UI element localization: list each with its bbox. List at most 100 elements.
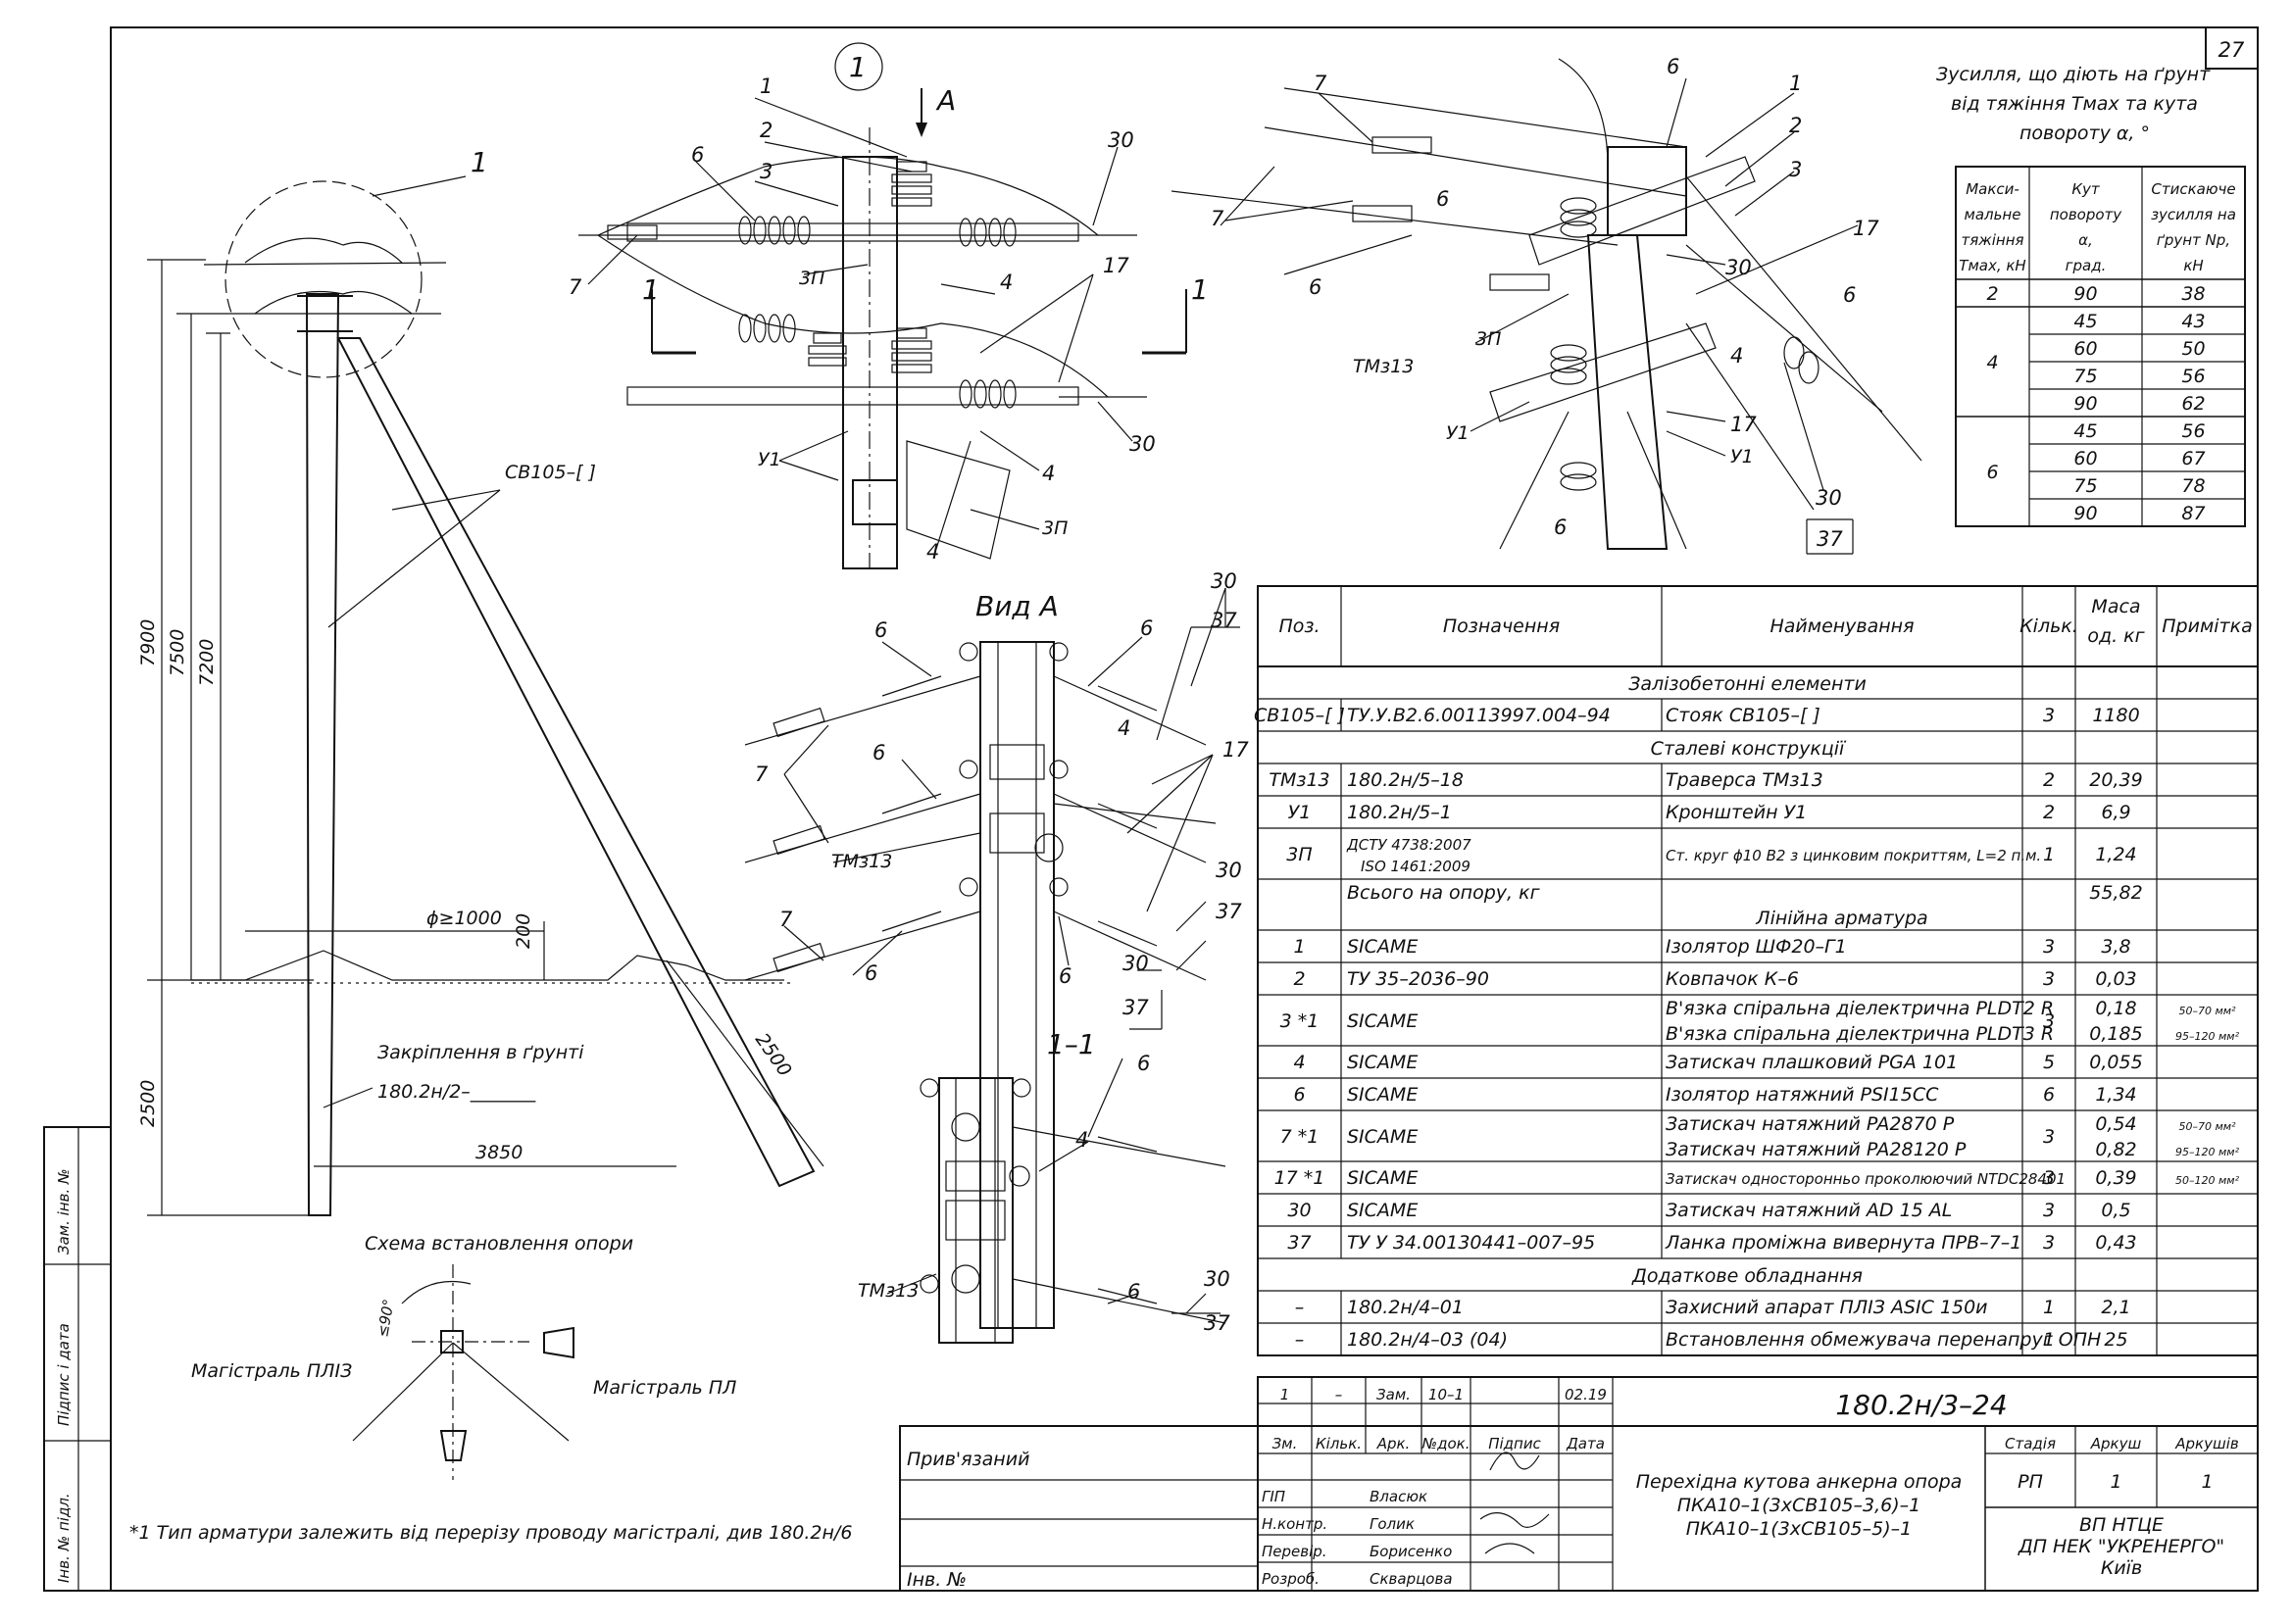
callout-30-b: 30 — [1129, 432, 1156, 456]
spec-qty: 1 — [2043, 1329, 2055, 1351]
force-angle: 90 — [2073, 393, 2097, 415]
revision-value: 02.19 — [1565, 1386, 1607, 1403]
revision-value: Зам. — [1376, 1386, 1411, 1403]
title-description: ПКА10–1(3хСВ105–3,6)–1 — [1677, 1495, 1921, 1516]
section-1-1 — [886, 1058, 1226, 1344]
callout-zp-b: 3П — [1042, 517, 1068, 539]
title-description: ПКА10–1(3хСВ105–5)–1 — [1686, 1518, 1912, 1540]
spec-designation: ТУ 35–2036–90 — [1347, 968, 1489, 990]
spec-name: Стояк СВ105–[ ] — [1666, 705, 1820, 726]
role-name: ГІП — [1262, 1488, 1285, 1505]
spec-name: Ст. круг ϕ10 В2 з цинковим покриттям, L=… — [1666, 847, 2041, 864]
force-header-text: Кут — [2071, 180, 2101, 198]
role-name: Розроб. — [1262, 1570, 1320, 1588]
dim-7500: 7500 — [167, 629, 188, 676]
force-header-text: Стискаюче — [2151, 180, 2235, 198]
force-value: 62 — [2181, 393, 2205, 415]
force-value: 67 — [2181, 448, 2205, 469]
callout-6-iso-d: 6 — [1843, 283, 1856, 307]
force-header-text: тяжіння — [1961, 231, 2023, 249]
callout-6-iso-b: 6 — [1436, 187, 1449, 211]
side-label-inv: Інв. № підл. — [55, 1493, 73, 1583]
callout-7-va-b: 7 — [779, 908, 793, 931]
force-header-text: повороту — [2050, 206, 2122, 223]
spec-qty: 2 — [2043, 802, 2055, 823]
organization: ДП НЕК "УКРЕНЕРГО" — [2018, 1536, 2224, 1557]
role-person: Власюк — [1370, 1488, 1427, 1505]
callout-2-a: 2 — [760, 119, 773, 142]
role-name: Н.контр. — [1262, 1515, 1327, 1533]
callout-7-iso-b: 7 — [1211, 207, 1224, 230]
spec-frame — [1257, 585, 2259, 1356]
force-angle: 45 — [2073, 311, 2097, 332]
force-table-frame — [1955, 166, 2246, 527]
spec-mass: 2,1 — [2101, 1297, 2130, 1318]
callout-tm-iso: ТМз13 — [1353, 356, 1414, 377]
spec-pos: 7 *1 — [1280, 1126, 1320, 1148]
callout-7-va-a: 7 — [755, 763, 769, 786]
spec-name: Затискач плашковий PGA 101 — [1666, 1052, 1958, 1073]
callout-6-va-d: 6 — [865, 961, 877, 985]
signature-marks — [1479, 1452, 1550, 1554]
callout-4-iso: 4 — [1730, 344, 1743, 368]
force-header-text: кН — [2183, 257, 2203, 274]
section-mark-left: 1 — [642, 273, 660, 306]
spec-designation: SICAME — [1347, 1010, 1418, 1032]
spec-header: Позначення — [1443, 615, 1560, 637]
force-header-text: мальне — [1965, 206, 2021, 223]
spec-mass: 0,055 — [2089, 1052, 2142, 1073]
spec-header: Найменування — [1770, 615, 1914, 637]
callout-37-s: 37 — [1204, 1311, 1230, 1335]
spec-mass: 0,5 — [2101, 1200, 2130, 1221]
callout-30-va-a: 30 — [1211, 569, 1237, 593]
dim-3850: 3850 — [475, 1142, 523, 1163]
spec-qty: 3 — [2043, 705, 2055, 726]
spec-pos: 3 *1 — [1280, 1010, 1320, 1032]
callout-30-s: 30 — [1204, 1267, 1230, 1291]
detail-view-1: 1 А 1 — [578, 42, 1209, 569]
title-col-header: Арк. — [1376, 1435, 1411, 1452]
callout-6-iso-e: 6 — [1554, 516, 1567, 539]
title-col-header: №док. — [1421, 1435, 1471, 1452]
title-col-header: Кільк. — [1316, 1435, 1362, 1452]
spec-designation: ТУ У 34.00130441–007–95 — [1347, 1232, 1595, 1254]
force-value: 50 — [2181, 338, 2205, 360]
callout-u1-iso-a: У1 — [1446, 422, 1470, 444]
spec-name: Затискач натяжний AD 15 AL — [1666, 1200, 1952, 1221]
spec-pos: У1 — [1288, 802, 1312, 823]
spec-note: 95–120 мм² — [2175, 1146, 2240, 1158]
spec-pos: 4 — [1293, 1052, 1305, 1073]
spec-qty: 3 — [2043, 1200, 2055, 1221]
spec-mass: 0,54 — [2095, 1113, 2136, 1135]
spec-note: 50–70 мм² — [2179, 1120, 2237, 1133]
spec-designation: SICAME — [1347, 1052, 1418, 1073]
force-value: 38 — [2181, 283, 2205, 305]
spec-name: Траверса ТМз13 — [1666, 769, 1823, 791]
title-description: Перехідна кутова анкерна опора — [1636, 1471, 1963, 1493]
spec-qty: 1 — [2043, 1297, 2055, 1318]
spec-note: 95–120 мм² — [2175, 1030, 2240, 1043]
spec-section: Сталеві конструкції — [1651, 738, 1847, 760]
stage-value: 1 — [2201, 1471, 2213, 1493]
title-col-header: Дата — [1566, 1435, 1605, 1452]
spec-name: Затискач натяжний PA28120 P — [1666, 1139, 1967, 1160]
callout-17-iso-b: 17 — [1730, 413, 1757, 436]
view-a-arrow-label: А — [935, 84, 956, 117]
spec-name: В'язка спіральна діелектрична PLDT2 R — [1666, 998, 2054, 1019]
spec-designation: 180.2н/5–1 — [1347, 802, 1452, 823]
force-value: 43 — [2181, 311, 2205, 332]
spec-qty: 3 — [2043, 1010, 2055, 1032]
spec-header: Примітка — [2162, 615, 2253, 637]
spec-mass: 0,39 — [2095, 1167, 2136, 1189]
callout-zp-iso: 3П — [1475, 328, 1501, 350]
spec-section: Лінійна арматура — [1755, 908, 1927, 929]
spec-name: Захисний апарат ПЛІЗ ASIC 150и — [1666, 1297, 1988, 1318]
spec-mass: 0,43 — [2095, 1232, 2136, 1254]
privyazaniy-label: Прив'язаний — [907, 1449, 1029, 1470]
spec-designation: ISO 1461:2009 — [1361, 858, 1471, 875]
force-header-text: град. — [2066, 257, 2107, 274]
organization: Київ — [2101, 1557, 2142, 1579]
footnote: *1 Тип арматури залежить від перерізу пр… — [129, 1522, 852, 1544]
